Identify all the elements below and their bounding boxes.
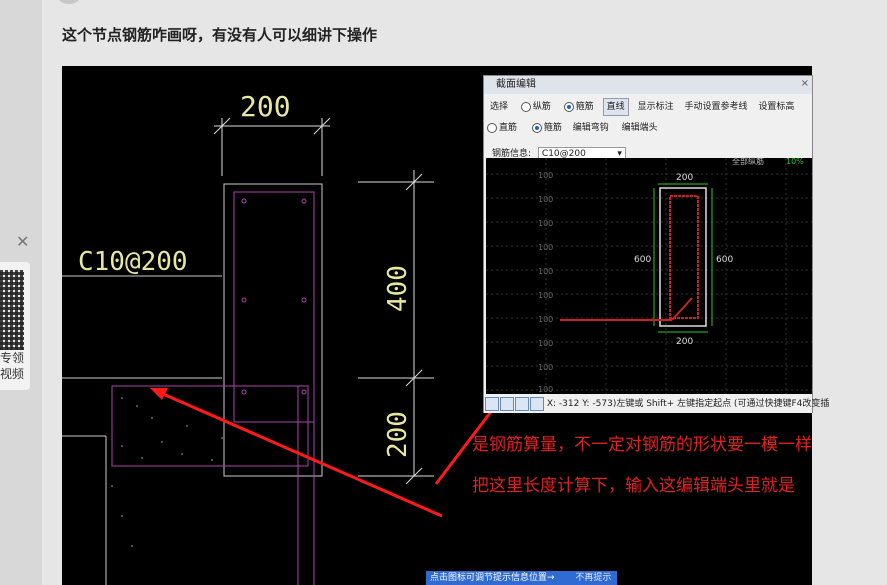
grid-label: 100: [538, 291, 553, 300]
grid-label: 100: [538, 363, 553, 372]
grid-label: 100: [538, 195, 553, 204]
cad-drawing: 200 C10@200 400: [62, 90, 556, 585]
close-icon[interactable]: ✕: [16, 232, 30, 251]
avatar[interactable]: [58, 0, 80, 4]
qr-promo-card[interactable]: 专领 视频: [0, 262, 30, 390]
select-button[interactable]: 选择: [490, 102, 509, 112]
pointer-tool-icon[interactable]: [485, 396, 499, 411]
dismiss-tip-button[interactable]: 不再提示: [575, 573, 612, 583]
grid-label: 100: [538, 315, 553, 324]
canvas-dim-top: 200: [676, 173, 693, 183]
radio-selected-icon[interactable]: [531, 122, 542, 133]
set-elevation-button[interactable]: 设置标高: [758, 102, 795, 112]
grid-label: 100: [538, 219, 553, 228]
grid-label: 100: [538, 243, 553, 252]
chevron-down-icon: ▾: [617, 149, 622, 159]
straight-bar-option[interactable]: 直筋: [499, 123, 518, 133]
snap-tool-icon[interactable]: [530, 396, 544, 411]
qr-promo-text: 专领 视频: [0, 351, 25, 381]
hatch-dots: [111, 397, 223, 547]
annotation-line-1: 是钢筋算量，不一定对钢筋的形状要一模一样: [472, 435, 812, 455]
rebar-info-label: 钢筋信息:: [492, 149, 532, 159]
stirrup-option[interactable]: 箍筋: [575, 102, 594, 112]
longitudinal-option[interactable]: 纵筋: [532, 102, 551, 112]
dialog-toolbar-1: 选择 纵筋 箍筋 直线 显示标注 手动设置参考线 设置标高: [490, 98, 795, 116]
radio-icon[interactable]: [520, 101, 531, 112]
manual-ref-button[interactable]: 手动设置参考线: [684, 102, 748, 112]
dialog-title: 截面编辑: [484, 76, 812, 94]
grid-label: 100: [538, 339, 553, 348]
canvas-dim-bottom: 200: [676, 337, 693, 347]
cad-rebar-label: C10@200: [78, 247, 188, 277]
status-text: X: -312 Y: -573)左键或 Shift+ 左键指定起点 (可通过快捷…: [546, 399, 830, 409]
radio-icon[interactable]: [487, 122, 497, 133]
annotation-line-2: 把这里长度计算下，输入这编辑端头里就是: [472, 476, 795, 496]
qr-code-icon: [0, 270, 24, 350]
radio-selected-icon[interactable]: [563, 101, 574, 112]
canvas-dim-left: 600: [634, 255, 651, 265]
canvas-top-right: 10%: [786, 157, 804, 166]
cad-dim-top: 200: [240, 90, 291, 123]
dialog-canvas[interactable]: 100 100 100 100 100 100 100 100 100 100 …: [486, 156, 812, 394]
line-mode-dropdown[interactable]: 直线: [602, 98, 629, 116]
close-icon[interactable]: ×: [800, 78, 809, 89]
dialog-toolbar-2: 直筋 箍筋 编辑弯钩 编辑端头: [487, 120, 658, 136]
hoop-bar-option[interactable]: 箍筋: [543, 123, 562, 133]
tip-text: 点击图标可调节提示信息位置→: [430, 573, 555, 583]
dialog-status-bar: X: -312 Y: -573)左键或 Shift+ 左键指定起点 (可通过快捷…: [484, 396, 829, 413]
section-edit-dialog: 截面编辑 × 选择 纵筋 箍筋 直线 显示标注 手动设置参考线 设置标高 直筋 …: [483, 75, 829, 413]
cad-dim-right-lower: 200: [383, 411, 413, 458]
canvas-dim-right: 600: [716, 255, 733, 265]
canvas-top-label: 全部纵筋: [732, 156, 764, 166]
tip-bar: 点击图标可调节提示信息位置→ 不再提示: [426, 571, 617, 585]
cad-dim-right-upper: 400: [383, 265, 413, 312]
show-label-button[interactable]: 显示标注: [637, 102, 674, 112]
rebar-info-value: C10@200: [541, 149, 586, 159]
grid-label: 100: [538, 267, 553, 276]
perpendicular-tool-icon[interactable]: [515, 396, 529, 411]
line-tool-icon[interactable]: [500, 396, 514, 411]
edit-bend-button[interactable]: 编辑弯钩: [572, 123, 609, 133]
edit-end-button[interactable]: 编辑端头: [621, 123, 658, 133]
grid-label: 100: [538, 385, 553, 394]
post-title: 这个节点钢筋咋画呀，有没有人可以细讲下操作: [62, 26, 378, 44]
grid-label: 100: [538, 171, 553, 180]
